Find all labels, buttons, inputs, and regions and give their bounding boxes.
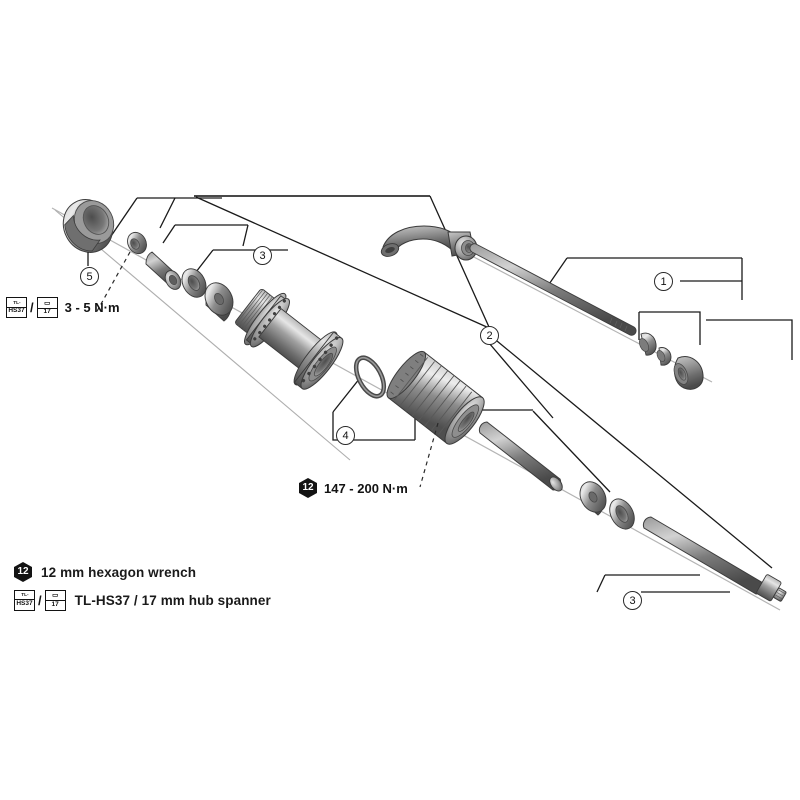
assembly-axis	[54, 209, 351, 461]
hexagon-12-icon: 12	[299, 478, 317, 498]
spanner-size-label: 17	[45, 600, 65, 608]
torque-spec-hub-cone: TL- HS37 / ▭ 17 3 - 5 N·m	[6, 297, 120, 318]
callout-4[interactable]: 4	[336, 426, 355, 445]
torque-spec-freehub: 12 147 - 200 N·m	[299, 478, 408, 498]
torque-leader-1	[95, 251, 131, 314]
legend-item-spanner: TL- HS37 / ▭ 17 TL-HS37 / 17 mm hub span…	[14, 588, 374, 612]
hexagon-size-label: 12	[302, 482, 314, 493]
tool-separator: /	[30, 300, 34, 315]
part-freehub-body	[386, 350, 485, 445]
tool-code-label: HS37	[7, 306, 26, 314]
tool-code-label: HS37	[15, 599, 34, 607]
torque-value-1: 3 - 5 N·m	[64, 300, 120, 315]
legend-label-spanner: TL-HS37 / 17 mm hub spanner	[74, 592, 271, 608]
part-axle-right	[642, 516, 787, 602]
hexagon-12-icon: 12	[14, 562, 32, 582]
tool-prefix-label: TL-	[20, 592, 29, 598]
hexagon-shape	[14, 562, 32, 582]
part-o-ring	[353, 355, 387, 399]
tl-hs37-tool-icon: TL- HS37	[14, 589, 35, 611]
part-washer-right	[609, 498, 635, 530]
legend-item-hexagon: 12 12 mm hexagon wrench	[14, 560, 374, 584]
hub-spanner-icon: TL- HS37 / ▭ 17	[14, 589, 66, 611]
frame-lines	[194, 195, 773, 569]
callout-3-right[interactable]: 3	[623, 591, 642, 610]
tl-hs37-tool-icon: TL- HS37	[6, 297, 27, 318]
part-skewer-rod	[469, 243, 637, 336]
spanner-17-tool-icon: ▭ 17	[44, 589, 66, 611]
part-cone-spring-left	[638, 332, 657, 356]
part-cone-spring-right	[656, 347, 672, 366]
group2-band-c	[496, 340, 773, 569]
tool-separator: /	[38, 592, 42, 608]
part-washer-left	[181, 268, 207, 298]
callout-2[interactable]: 2	[480, 326, 499, 345]
part-axle-mid	[478, 421, 563, 492]
part-locknut-left	[127, 231, 147, 255]
part-cone-right	[579, 481, 607, 516]
callout-5[interactable]: 5	[80, 267, 99, 286]
bracket-1-b	[639, 311, 701, 345]
spanner-glyph: ▭	[52, 592, 59, 599]
hexagon-shape	[299, 478, 317, 498]
tool-legend: 12 12 mm hexagon wrench TL- HS37 / ▭ 17 …	[14, 560, 374, 616]
leader-lines	[106, 195, 793, 609]
torque-value-2: 147 - 200 N·m	[324, 480, 408, 496]
bracket-4	[332, 412, 415, 441]
hexagon-size-label: 12	[17, 566, 29, 577]
hub-spanner-icon: TL- HS37 / ▭ 17	[6, 297, 58, 318]
skewer-axis	[469, 254, 713, 383]
torque-leader-2	[419, 422, 439, 488]
bracket-1-c	[706, 319, 793, 360]
callout-1[interactable]: 1	[654, 272, 673, 291]
spanner-glyph: ▭	[44, 299, 51, 307]
callout-3-left[interactable]: 3	[253, 246, 272, 265]
torque-leader-lines	[95, 251, 439, 488]
spanner-size-label: 17	[37, 307, 57, 316]
tool-prefix-label: TL-	[12, 299, 21, 306]
part-cone-left	[204, 282, 234, 322]
long-frames	[194, 195, 611, 493]
group2-band	[195, 196, 490, 329]
part-spacer-sleeve	[145, 251, 182, 290]
spanner-17-tool-icon: ▭ 17	[36, 297, 58, 318]
legend-label-hexagon: 12 mm hexagon wrench	[41, 564, 197, 580]
part-quick-release-lever	[380, 225, 478, 261]
part-dust-cap	[62, 199, 115, 266]
part-hub-shell	[235, 288, 344, 390]
part-adjusting-nut	[673, 356, 704, 390]
